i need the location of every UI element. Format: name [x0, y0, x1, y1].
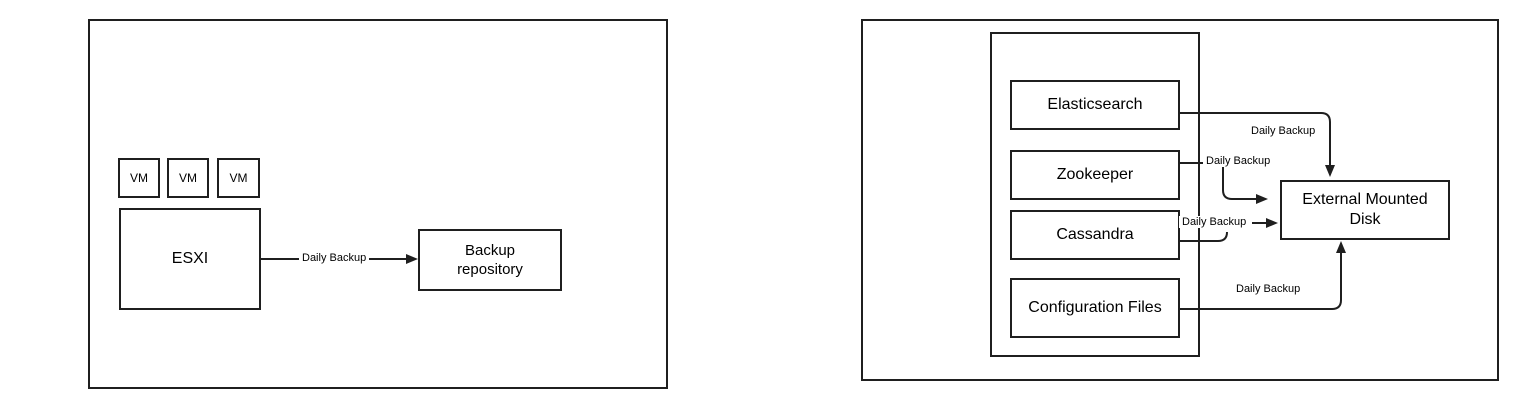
edge-label-cassandra: Daily Backup [1179, 216, 1250, 228]
vm-backup-diagram-frame [88, 19, 668, 389]
vm-node-2-label: VM [179, 171, 197, 185]
backup-repository-node: Backup repository [418, 229, 562, 291]
edge-label-configuration: Daily Backup [1233, 283, 1304, 295]
edge-label-esxi-backup: Daily Backup [299, 252, 370, 264]
vm-node-1-label: VM [130, 171, 148, 185]
vm-node-3: VM [217, 158, 260, 198]
external-mounted-disk-node: External Mounted Disk [1280, 180, 1450, 240]
esxi-node: ESXI [119, 208, 261, 310]
elasticsearch-label: Elasticsearch [1047, 96, 1143, 113]
configuration-files-label: Configuration Files [1028, 299, 1162, 316]
edge-label-elasticsearch: Daily Backup [1248, 125, 1319, 137]
configuration-files-node: Configuration Files [1010, 278, 1180, 338]
vm-node-2: VM [167, 158, 209, 198]
zookeeper-node: Zookeeper [1010, 150, 1180, 200]
zookeeper-label: Zookeeper [1056, 166, 1134, 183]
edge-label-zookeeper: Daily Backup [1203, 155, 1274, 167]
external-mounted-disk-label: External Mounted Disk [1302, 191, 1428, 228]
backup-repository-label: Backup repository [457, 242, 523, 278]
elasticsearch-node: Elasticsearch [1010, 80, 1180, 130]
cassandra-label: Cassandra [1056, 226, 1134, 243]
esxi-node-label: ESXI [171, 250, 209, 267]
vm-node-3-label: VM [229, 171, 248, 185]
vm-container-node [990, 32, 1200, 357]
cassandra-node: Cassandra [1010, 210, 1180, 260]
vm-node-1: VM [118, 158, 160, 198]
